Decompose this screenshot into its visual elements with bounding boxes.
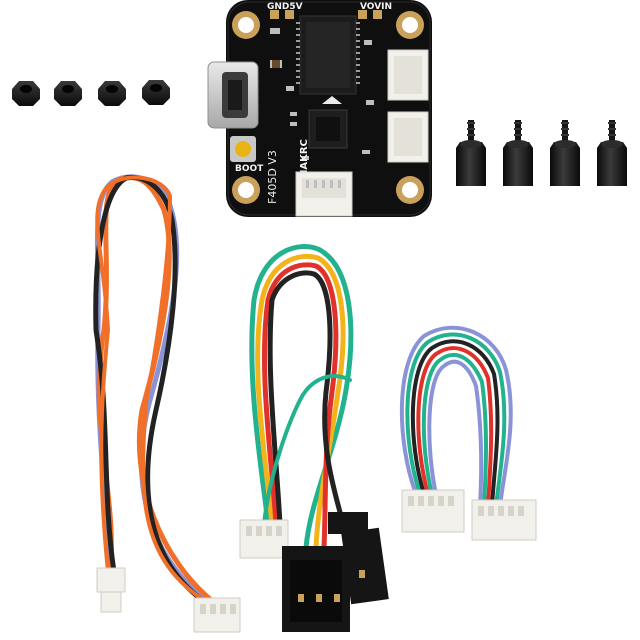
gyro-chip [308,96,348,149]
nylon-standoffs [456,120,627,186]
flight-controller-board: GND5V VOVIN [207,0,432,217]
servo-plug-3pin [282,546,350,632]
mounting-hole [232,11,260,39]
hex-nut [142,80,170,105]
servo-plug-1pin [328,512,389,605]
model-label: F405D V3 [266,150,279,204]
cable-plug [193,597,241,633]
mounting-hole [396,176,424,204]
standoff [597,120,627,186]
main-chip [296,15,360,95]
hex-nuts [12,80,170,106]
cable-plug [239,519,289,559]
hex-nut [12,81,40,106]
top-solder-pads [270,10,382,19]
gnd-5v-label: GND5V [267,2,303,12]
standoff [456,120,486,186]
usb-port [207,61,259,129]
standoff [550,120,580,186]
side-connector-upper [387,49,429,101]
boot-label: BOOT [235,164,264,174]
cable-plug [471,499,537,541]
standoff [503,120,533,186]
boot-button [230,136,256,162]
brand-logo: HAKRC [299,139,310,178]
side-connector-lower [387,111,429,163]
receiver-cable-middle [239,244,389,632]
hex-nut [54,81,82,106]
mounting-hole [396,11,424,39]
bottom-connector [295,171,353,217]
hex-nut [98,81,126,106]
cable-plug [96,567,126,613]
vo-vin-label: VOVIN [360,2,392,12]
mounting-hole [232,176,260,204]
twisted-cable-left [93,174,241,633]
crystal [272,60,280,68]
jst-cable-right [399,325,537,541]
cable-plug [401,489,465,533]
